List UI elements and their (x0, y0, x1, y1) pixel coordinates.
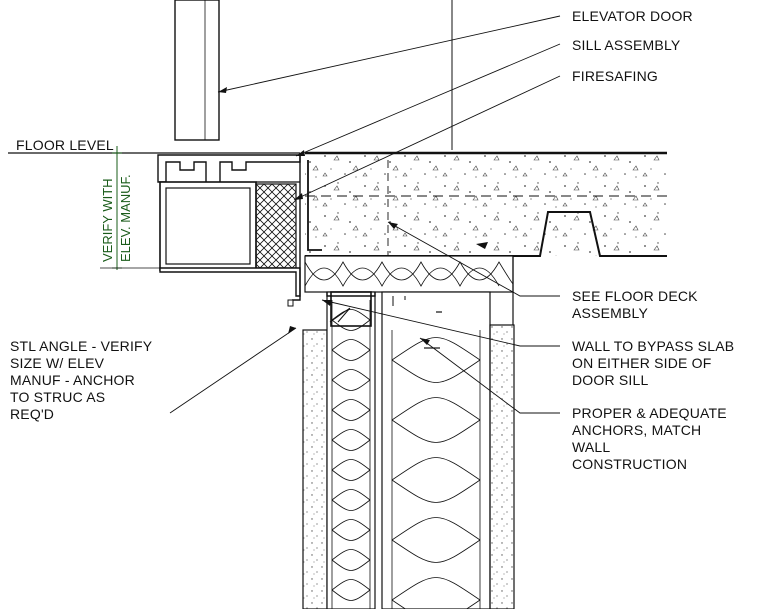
leader-arrows (218, 87, 488, 345)
label-bypass-1: WALL TO BYPASS SLAB (572, 338, 734, 354)
label-anchors-2: ANCHORS, MATCH (572, 422, 701, 438)
firesafing-block (255, 183, 297, 269)
label-anchors-4: CONSTRUCTION (572, 456, 687, 472)
label-verify-line1: VERIFY WITH (100, 178, 115, 262)
verify-dimension (100, 146, 160, 270)
label-bypass-2: ON EITHER SIDE OF (572, 355, 712, 371)
wall-top-insulation (304, 255, 514, 293)
label-anchors-1: PROPER & ADEQUATE (572, 405, 727, 421)
label-bypass-3: DOOR SILL (572, 372, 649, 388)
label-verify-line2: ELEV. MANUF. (118, 174, 133, 262)
shaft-wall (287, 256, 515, 614)
label-angle-2: SIZE W/ ELEV (10, 355, 105, 371)
label-floor-deck-1: SEE FLOOR DECK (572, 288, 698, 304)
sill-assembly (157, 154, 301, 271)
label-sill-assembly: SILL ASSEMBLY (572, 37, 681, 53)
label-anchors-3: WALL (572, 439, 610, 455)
label-angle-5: REQ'D (10, 406, 54, 422)
floor-slab (305, 151, 667, 257)
label-elevator-door: ELEVATOR DOOR (572, 8, 693, 24)
elevator-door (174, 0, 220, 141)
label-firesafing: FIRESAFING (572, 68, 658, 84)
label-floor-deck-2: ASSEMBLY (572, 305, 648, 321)
label-angle-3: MANUF - ANCHOR (10, 372, 135, 388)
leader-lines (169, 15, 561, 414)
label-floor-level: FLOOR LEVEL (16, 137, 114, 153)
label-angle-4: TO STRUC AS (10, 389, 105, 405)
label-angle-1: STL ANGLE - VERIFY (10, 338, 153, 354)
